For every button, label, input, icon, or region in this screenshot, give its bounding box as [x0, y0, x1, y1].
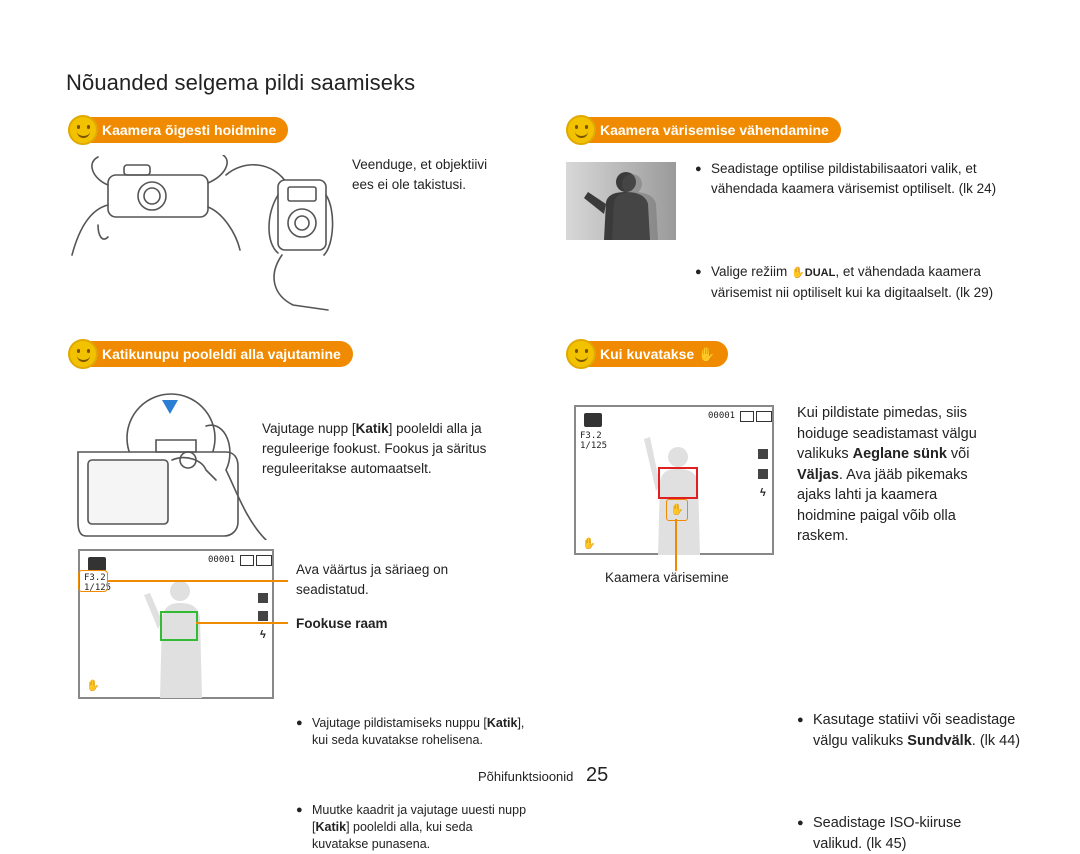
- focus-bullet-1-b: ], kui seda kuvatakse rohelisena.: [312, 716, 525, 747]
- section-title-halfpress: Katikunupu pooleldi alla vajutamine: [80, 341, 353, 367]
- camera-mode-icon: [88, 557, 106, 571]
- smiley-icon: [566, 339, 596, 369]
- aperture-callout-box: [78, 570, 108, 592]
- memory-icon: [740, 411, 754, 422]
- option-off: Väljas: [797, 466, 839, 483]
- focus-frame-green: [160, 611, 198, 641]
- key-shutter: Katik: [355, 421, 389, 436]
- smiley-icon: [68, 115, 98, 145]
- flash-auto-icon: ϟ: [760, 487, 766, 499]
- metering-icon: [258, 593, 268, 603]
- focus-bullet-2: Muutke kaadrit ja vajutage uuesti nupp […: [296, 802, 527, 853]
- section-title-reduce: Kaamera värisemise vähendamine: [578, 117, 841, 143]
- section-header-halfpress: Katikunupu pooleldi alla vajutamine: [68, 339, 353, 369]
- camera-holding-illustration: [71, 155, 334, 311]
- shaky-photo-thumbnail: [566, 162, 676, 240]
- aperture-value: F3.2: [84, 573, 106, 583]
- shot-counter: 00001: [208, 555, 236, 565]
- aperture-value: F3.2: [580, 431, 602, 441]
- aperture-label: Ava väärtus ja säriaeg on seadistatud.: [296, 562, 449, 597]
- camera-mode-icon: [584, 413, 602, 427]
- key-shutter: Katik: [315, 820, 347, 834]
- shown-bullet-1: Kasutage statiivi või seadistage välgu v…: [797, 710, 1023, 751]
- reduce-bullet-2-tail: , et vähendada kaamera värisemist nii op…: [711, 264, 994, 300]
- option-fill-in: Sundvälk: [907, 732, 972, 749]
- section-header-hold: Kaamera õigesti hoidmine: [68, 115, 289, 145]
- shutter-half-press-illustration: [77, 393, 267, 540]
- smiley-icon: [68, 339, 98, 369]
- shake-callout-line: [675, 519, 677, 571]
- lcd-screen-focus: 00001 F3.2 1/125 ϟ ✋: [78, 549, 274, 699]
- lcd-screen-shake: 00001 F3.2 1/125 ϟ ✋ ✋: [574, 405, 774, 555]
- section-title-hold: Kaamera õigesti hoidmine: [80, 117, 289, 143]
- section-title-shown: Kui kuvatakse ✋: [578, 341, 728, 367]
- page-title: Nõuanded selgema pildi saamiseks: [66, 70, 416, 95]
- shown-bullet-2: Seadistage ISO-kiiruse valikud. (lk 45): [797, 813, 1013, 854]
- flash-auto-icon: ϟ: [260, 629, 266, 641]
- shown-paragraph-a: Kui pildistate pimedas, siis hoiduge sea…: [797, 405, 977, 462]
- reduce-bullet-1: Seadistage optilise pildistabilisaatori …: [695, 159, 1021, 199]
- metering-icon: [758, 449, 768, 459]
- shake-warning-icon: ✋: [698, 346, 716, 362]
- smiley-icon: [566, 115, 596, 145]
- battery-icon: [756, 411, 772, 422]
- shown-bullet-1-a: Kasutage statiivi või seadistage välgu v…: [813, 712, 1016, 749]
- key-shutter: Katik: [486, 716, 518, 730]
- shake-caption: Kaamera värisemine: [605, 570, 729, 585]
- shake-warning-icon: ✋: [666, 499, 688, 521]
- dual-is-icon: ✋DUAL: [791, 267, 836, 279]
- battery-icon: [256, 555, 272, 566]
- option-slow-sync: Aeglane sünk: [852, 446, 947, 462]
- person-silhouette-icon: [144, 581, 202, 698]
- focus-frame-heading: Fookuse raam: [296, 616, 388, 631]
- hold-note: Veenduge, et objektiivi ees ei ole takis…: [352, 157, 488, 192]
- shutter-speed-value: 1/125: [580, 441, 608, 451]
- person-silhouette-icon: [566, 162, 676, 240]
- wb-icon: [758, 469, 768, 479]
- section-header-reduce: Kaamera värisemise vähendamine: [566, 115, 841, 145]
- halfpress-desc-a: Vajutage nupp [: [262, 421, 356, 436]
- focus-callout-line: [196, 622, 288, 624]
- halfpress-desc-b: ] pooleldi alla ja reguleerige fookust. …: [262, 421, 487, 476]
- shot-counter: 00001: [708, 411, 736, 421]
- shutter-speed-value: 1/125: [84, 583, 112, 593]
- dual-mode-label: DUAL: [804, 267, 836, 279]
- reduce-bullet-2-lead: Valige režiim: [711, 264, 788, 279]
- shown-paragraph-b: või: [946, 446, 970, 462]
- section-title-shown-text: Kui kuvatakse: [600, 346, 695, 362]
- page-number: 25: [586, 764, 609, 786]
- ois-icon: ✋: [582, 538, 596, 550]
- memory-icon: [240, 555, 254, 566]
- focus-bullet-1: Vajutage pildistamiseks nuppu [Katik], k…: [296, 715, 527, 749]
- person-silhouette-icon: [644, 437, 700, 555]
- section-header-shown: Kui kuvatakse ✋: [566, 339, 728, 369]
- wb-icon: [258, 611, 268, 621]
- shown-paragraph-c: . Ava jääb pikemaks ajaks lahti ja kaame…: [797, 466, 968, 545]
- reduce-bullet-2: Valige režiim ✋DUAL, et vähendada kaamer…: [695, 262, 1021, 303]
- footer-label: Põhifunktsioonid: [478, 769, 574, 784]
- focus-bullet-1-a: Vajutage pildistamiseks nuppu [: [312, 716, 487, 730]
- aperture-callout-line: [108, 580, 288, 582]
- focus-frame-red: [658, 467, 698, 499]
- ois-icon: ✋: [86, 680, 100, 692]
- halfpress-desc: Vajutage nupp [Katik] pooleldi alla ja r…: [262, 419, 522, 479]
- shown-paragraph: Kui pildistate pimedas, siis hoiduge sea…: [797, 403, 997, 547]
- shown-bullet-1-b: . (lk 44): [971, 732, 1021, 749]
